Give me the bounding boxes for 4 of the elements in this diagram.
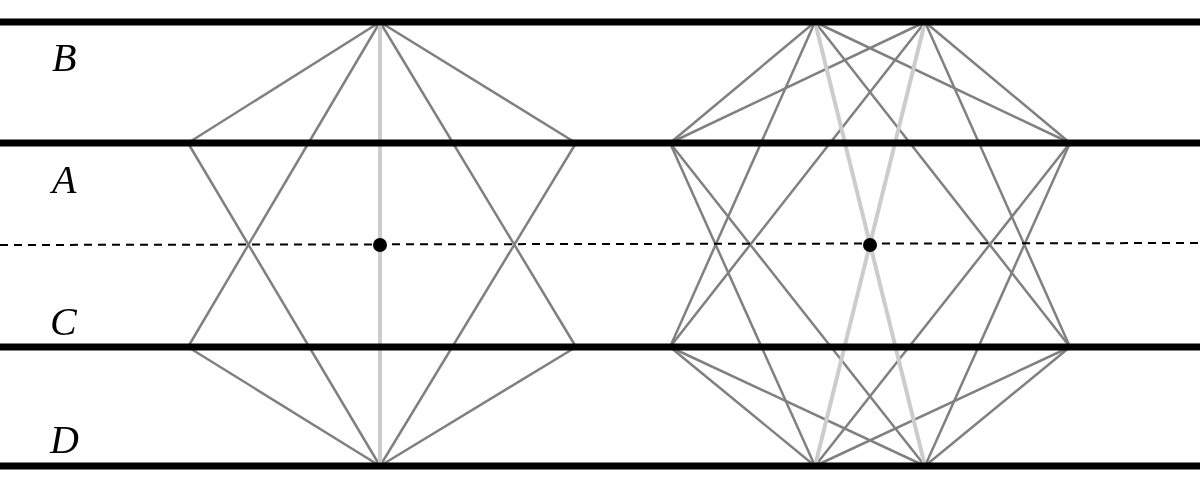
plane-label: C: [50, 302, 77, 342]
plane-label: D: [50, 420, 79, 460]
plane-label: A: [52, 160, 77, 200]
plane-label: B: [52, 38, 77, 78]
